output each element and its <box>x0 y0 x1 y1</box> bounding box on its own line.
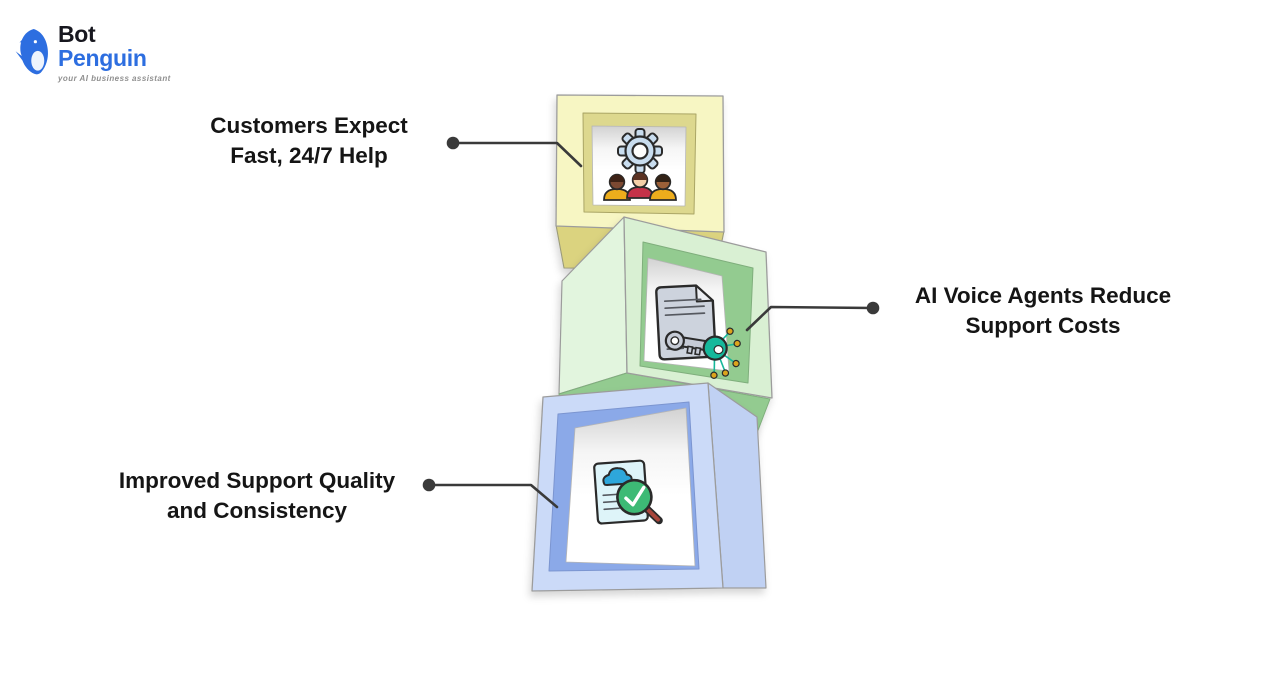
logo-wordmark: Bot Penguin your AI business assistant <box>58 22 171 83</box>
logo-text-bot: Bot <box>58 21 96 47</box>
connector-dot-bottom <box>422 478 436 492</box>
leader-line-middle <box>745 305 875 332</box>
callout-label-ai-voice-agents: AI Voice Agents Reduce Support Costs <box>914 283 1172 338</box>
cloud-document-magnifier-check-icon <box>593 459 663 525</box>
penguin-icon <box>15 29 48 75</box>
brand-tagline: your AI business assistant <box>58 74 171 83</box>
block-bottom <box>531 382 767 592</box>
leader-line-top <box>451 141 583 168</box>
logo-text-penguin: Penguin <box>58 45 147 71</box>
leader-line-bottom <box>427 483 559 509</box>
callout-label-improved-quality: Improved Support Quality and Consistency <box>118 468 396 523</box>
gear-icon <box>617 128 663 174</box>
team-icon <box>603 171 677 201</box>
connector-dot-top <box>446 136 460 150</box>
document-key-network-icon <box>655 284 741 379</box>
connector-dot-middle <box>866 301 880 315</box>
callout-label-customers-expect: Customers Expect Fast, 24/7 Help <box>210 113 408 168</box>
botpenguin-logo: Bot Penguin your AI business assistant <box>14 22 171 83</box>
